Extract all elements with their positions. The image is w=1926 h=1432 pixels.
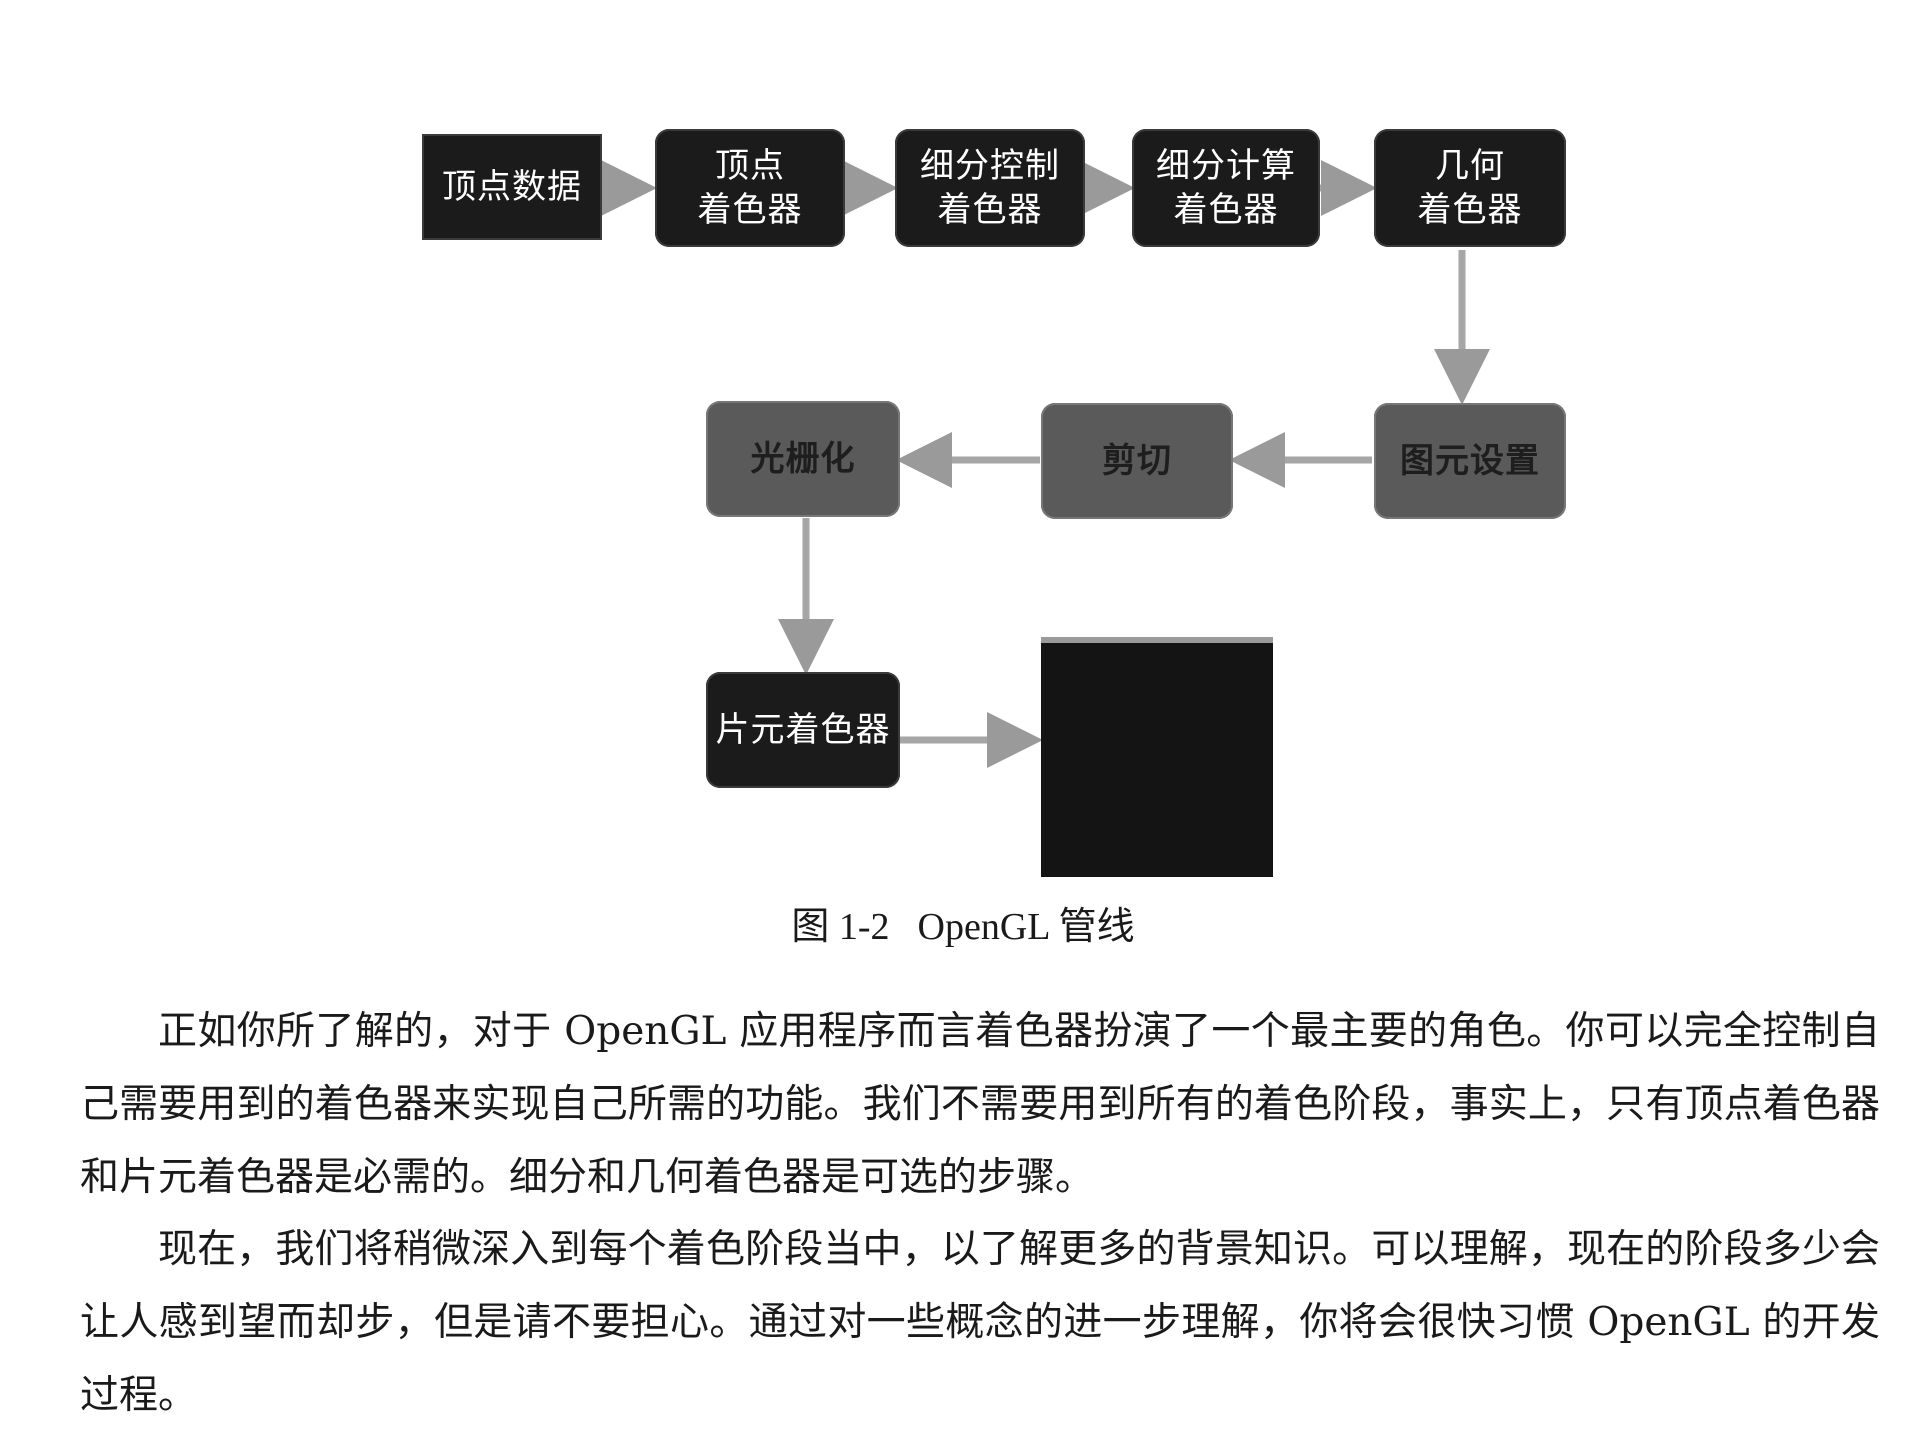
node-fragment-shader: 片元着色器 [706, 672, 900, 788]
node-label: 剪切 [1102, 441, 1172, 481]
pipeline-arrows [601, 160, 1490, 768]
node-label: 细分计算 着色器 [1156, 146, 1296, 230]
node-tess-eval-shader: 细分计算 着色器 [1132, 129, 1320, 247]
node-label: 顶点数据 [442, 167, 582, 207]
figure-number: 图 1-2 [791, 906, 890, 948]
body-paragraph-1: 正如你所了解的，对于 OpenGL 应用程序而言着色器扮演了一个最主要的角色。你… [80, 995, 1880, 1214]
node-label: 片元着色器 [715, 710, 891, 750]
node-label: 顶点 着色器 [697, 146, 803, 230]
figure-title: OpenGL 管线 [917, 906, 1135, 948]
node-geometry-shader: 几何 着色器 [1374, 129, 1566, 247]
node-vertex-data: 顶点数据 [422, 134, 602, 240]
node-primitive-setup: 图元设置 [1374, 403, 1566, 519]
node-vertex-shader: 顶点 着色器 [655, 129, 845, 247]
node-label: 几何 着色器 [1417, 146, 1523, 230]
node-label: 图元设置 [1400, 441, 1540, 481]
paragraph-text: 现在，我们将稍微深入到每个着色阶段当中，以了解更多的背景知识。可以理解，现在的阶… [80, 1227, 1880, 1418]
output-framebuffer-image [1041, 637, 1273, 877]
node-label: 光栅化 [750, 439, 856, 479]
node-label: 细分控制 着色器 [920, 146, 1060, 230]
opengl-pipeline-diagram: 顶点数据 顶点 着色器 细分控制 着色器 细分计算 着色器 几何 着色器 图元设… [422, 129, 1566, 877]
node-clipping: 剪切 [1041, 403, 1233, 519]
paragraph-text: 正如你所了解的，对于 OpenGL 应用程序而言着色器扮演了一个最主要的角色。你… [80, 1009, 1880, 1200]
node-rasterization: 光栅化 [706, 401, 900, 517]
node-tess-control-shader: 细分控制 着色器 [895, 129, 1085, 247]
figure-caption: 图 1-2 OpenGL 管线 [0, 895, 1926, 950]
body-paragraph-2: 现在，我们将稍微深入到每个着色阶段当中，以了解更多的背景知识。可以理解，现在的阶… [80, 1213, 1880, 1432]
